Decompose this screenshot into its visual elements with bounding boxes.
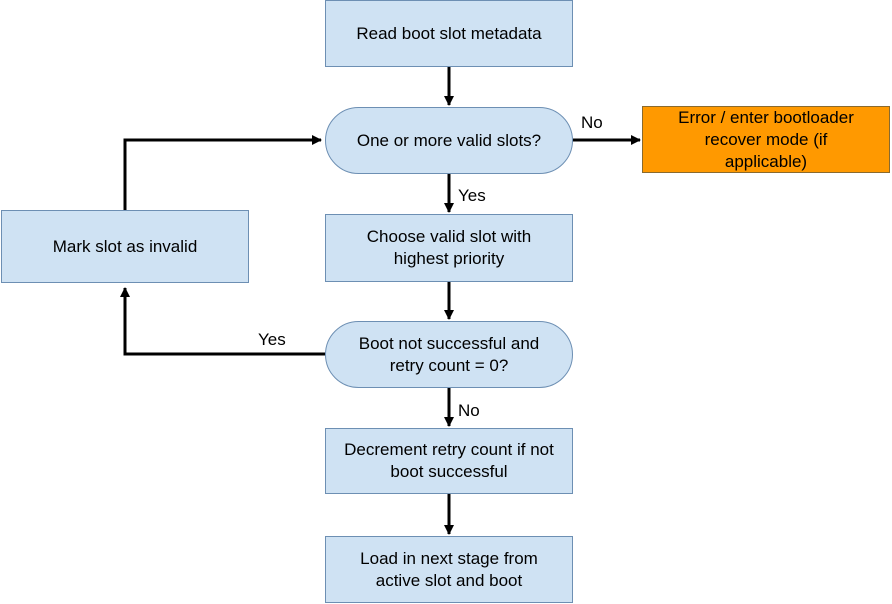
error-bootloader-label: Error / enter bootloader recover mode (i… <box>678 107 854 171</box>
edge-label-valid-no: No <box>581 113 603 132</box>
edge-label-valid-yes: Yes <box>458 186 486 205</box>
error-bootloader-box: Error / enter bootloader recover mode (i… <box>642 106 890 173</box>
valid-slots-decision-label: One or more valid slots? <box>356 130 542 150</box>
boot-check-decision: Boot not successful and retry count = 0? <box>325 321 573 388</box>
decrement-retry-box: Decrement retry count if not boot succes… <box>325 428 573 494</box>
read-boot-metadata-label: Read boot slot metadata <box>356 23 542 43</box>
arrow-mark-invalid-to-valid <box>123 135 322 210</box>
choose-slot-label: Choose valid slot with highest priority <box>366 227 532 268</box>
read-boot-metadata-box: Read boot slot metadata <box>325 0 573 67</box>
decrement-retry-label: Decrement retry count if not boot succes… <box>344 440 554 481</box>
boot-check-decision-label: Boot not successful and retry count = 0? <box>358 333 540 375</box>
arrow-boot-yes-to-mark-invalid <box>120 287 325 356</box>
mark-slot-invalid-box: Mark slot as invalid <box>1 210 249 283</box>
mark-slot-invalid-label: Mark slot as invalid <box>52 236 198 256</box>
edge-label-boot-no: No <box>458 401 480 420</box>
choose-slot-box: Choose valid slot with highest priority <box>325 214 573 282</box>
load-next-stage-label: Load in next stage from active slot and … <box>360 548 538 590</box>
valid-slots-decision: One or more valid slots? <box>325 107 573 174</box>
load-next-stage-box: Load in next stage from active slot and … <box>325 536 573 603</box>
edge-label-boot-yes: Yes <box>258 330 286 349</box>
